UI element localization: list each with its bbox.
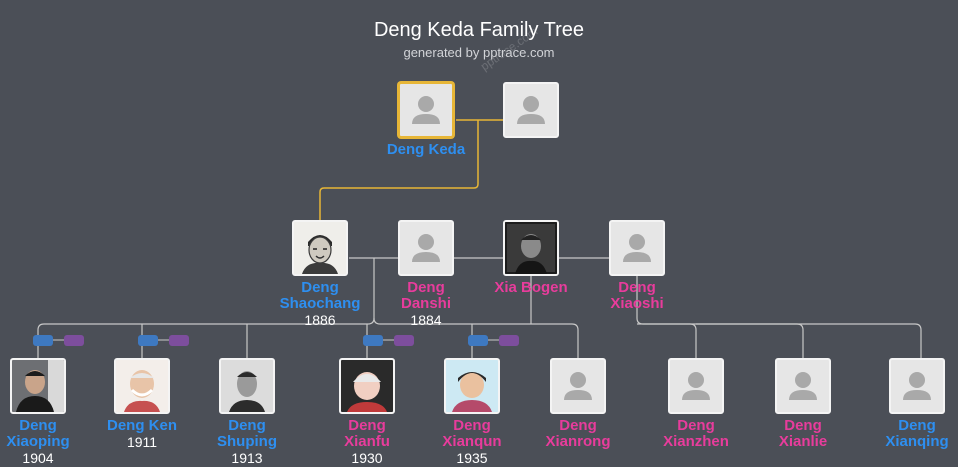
person-deng-xianlie[interactable]: Deng Xianlie bbox=[743, 358, 863, 450]
person-deng-shaochang[interactable]: Deng Shaochang 1886 bbox=[260, 220, 380, 328]
person-xia-bogen[interactable]: Xia Bogen bbox=[471, 220, 591, 296]
birth-year: 1911 bbox=[126, 434, 158, 450]
portrait-frame[interactable] bbox=[668, 358, 724, 414]
portrait-frame[interactable] bbox=[503, 82, 559, 138]
page-subtitle: generated by pptrace.com bbox=[403, 45, 555, 60]
descent-link-shaochang bbox=[319, 120, 479, 220]
birth-year: 1884 bbox=[410, 312, 442, 328]
portrait-frame[interactable] bbox=[219, 358, 275, 414]
spouse-pill-male[interactable] bbox=[138, 335, 158, 346]
portrait-frame[interactable] bbox=[10, 358, 66, 414]
person-name: Deng Xianfu bbox=[344, 417, 390, 450]
person-name: Deng Ken bbox=[106, 417, 177, 434]
birth-year: 1886 bbox=[304, 312, 336, 328]
portrait-frame[interactable] bbox=[292, 220, 348, 276]
descent-branch-e bbox=[531, 323, 579, 358]
portrait-frame[interactable] bbox=[444, 358, 500, 414]
birth-year: 1904 bbox=[22, 450, 54, 466]
person-placeholder-icon bbox=[564, 372, 592, 400]
person-placeholder-icon bbox=[517, 96, 545, 124]
portrait-frame[interactable] bbox=[609, 220, 665, 276]
page-title: Deng Keda Family Tree bbox=[373, 19, 585, 41]
person-deng-xianqun[interactable]: Deng Xianqun 1935 bbox=[412, 358, 532, 466]
descent-branch-f bbox=[637, 323, 697, 358]
portrait-photo bbox=[12, 360, 64, 412]
birth-year: 1930 bbox=[351, 450, 383, 466]
portrait-frame[interactable] bbox=[889, 358, 945, 414]
person-name: Deng Shuping bbox=[217, 417, 277, 450]
portrait-photo bbox=[294, 222, 346, 274]
person-name: Deng Xianlie bbox=[778, 417, 828, 450]
person-placeholder-icon bbox=[412, 234, 440, 262]
portrait-photo bbox=[446, 360, 498, 412]
person-placeholder-icon bbox=[682, 372, 710, 400]
portrait-frame[interactable] bbox=[114, 358, 170, 414]
person-deng-xianzhen[interactable]: Deng Xianzhen bbox=[636, 358, 756, 450]
person-placeholder-icon bbox=[412, 96, 440, 124]
person-deng-keda-spouse[interactable] bbox=[471, 82, 591, 142]
descent-stem-2 bbox=[373, 317, 531, 325]
portrait-photo bbox=[221, 360, 273, 412]
person-name: Deng Xiaoshi bbox=[610, 279, 664, 312]
birth-year: 1913 bbox=[231, 450, 263, 466]
portrait-frame[interactable] bbox=[550, 358, 606, 414]
person-name: Deng Xiaoping bbox=[6, 417, 70, 450]
descent-branch-g bbox=[696, 323, 804, 358]
portrait-frame[interactable] bbox=[339, 358, 395, 414]
portrait-photo bbox=[341, 360, 393, 412]
spouse-pill-female[interactable] bbox=[394, 335, 414, 346]
spouse-pill-male[interactable] bbox=[33, 335, 53, 346]
person-deng-danshi[interactable]: Deng Danshi 1884 bbox=[366, 220, 486, 328]
person-name: Xia Bogen bbox=[494, 279, 568, 296]
person-name: Deng Danshi bbox=[400, 279, 451, 312]
spouse-pill-female[interactable] bbox=[64, 335, 84, 346]
person-deng-xiaoping[interactable]: Deng Xiaoping 1904 bbox=[0, 358, 76, 466]
birth-year: 1935 bbox=[456, 450, 488, 466]
portrait-frame[interactable] bbox=[398, 220, 454, 276]
spouse-pill-male[interactable] bbox=[363, 335, 383, 346]
person-name: Deng Xianqun bbox=[442, 417, 502, 450]
person-deng-shuping[interactable]: Deng Shuping 1913 bbox=[187, 358, 307, 466]
descent-stem-1 bbox=[37, 258, 375, 358]
person-deng-xiaoshi[interactable]: Deng Xiaoshi bbox=[577, 220, 697, 312]
person-placeholder-icon bbox=[789, 372, 817, 400]
person-deng-ken[interactable]: Deng Ken 1911 bbox=[82, 358, 202, 450]
person-placeholder-icon bbox=[903, 372, 931, 400]
person-name: Deng Xianrong bbox=[545, 417, 611, 450]
person-deng-xianqing[interactable]: Deng Xianqing bbox=[877, 358, 957, 450]
person-deng-xianfu[interactable]: Deng Xianfu 1930 bbox=[307, 358, 427, 466]
person-placeholder-icon bbox=[623, 234, 651, 262]
person-name: Deng Keda bbox=[386, 141, 466, 158]
person-name: Deng Xianqing bbox=[885, 417, 949, 450]
portrait-photo bbox=[505, 222, 557, 274]
portrait-frame[interactable] bbox=[398, 82, 454, 138]
spouse-pill-female[interactable] bbox=[169, 335, 189, 346]
portrait-frame[interactable] bbox=[503, 220, 559, 276]
portrait-photo bbox=[116, 360, 168, 412]
spouse-pill-female[interactable] bbox=[499, 335, 519, 346]
person-name: Deng Shaochang bbox=[279, 279, 361, 312]
portrait-frame[interactable] bbox=[775, 358, 831, 414]
person-deng-keda[interactable]: Deng Keda bbox=[366, 82, 486, 158]
spouse-pill-male[interactable] bbox=[468, 335, 488, 346]
person-deng-xianrong[interactable]: Deng Xianrong bbox=[518, 358, 638, 450]
person-name: Deng Xianzhen bbox=[663, 417, 729, 450]
